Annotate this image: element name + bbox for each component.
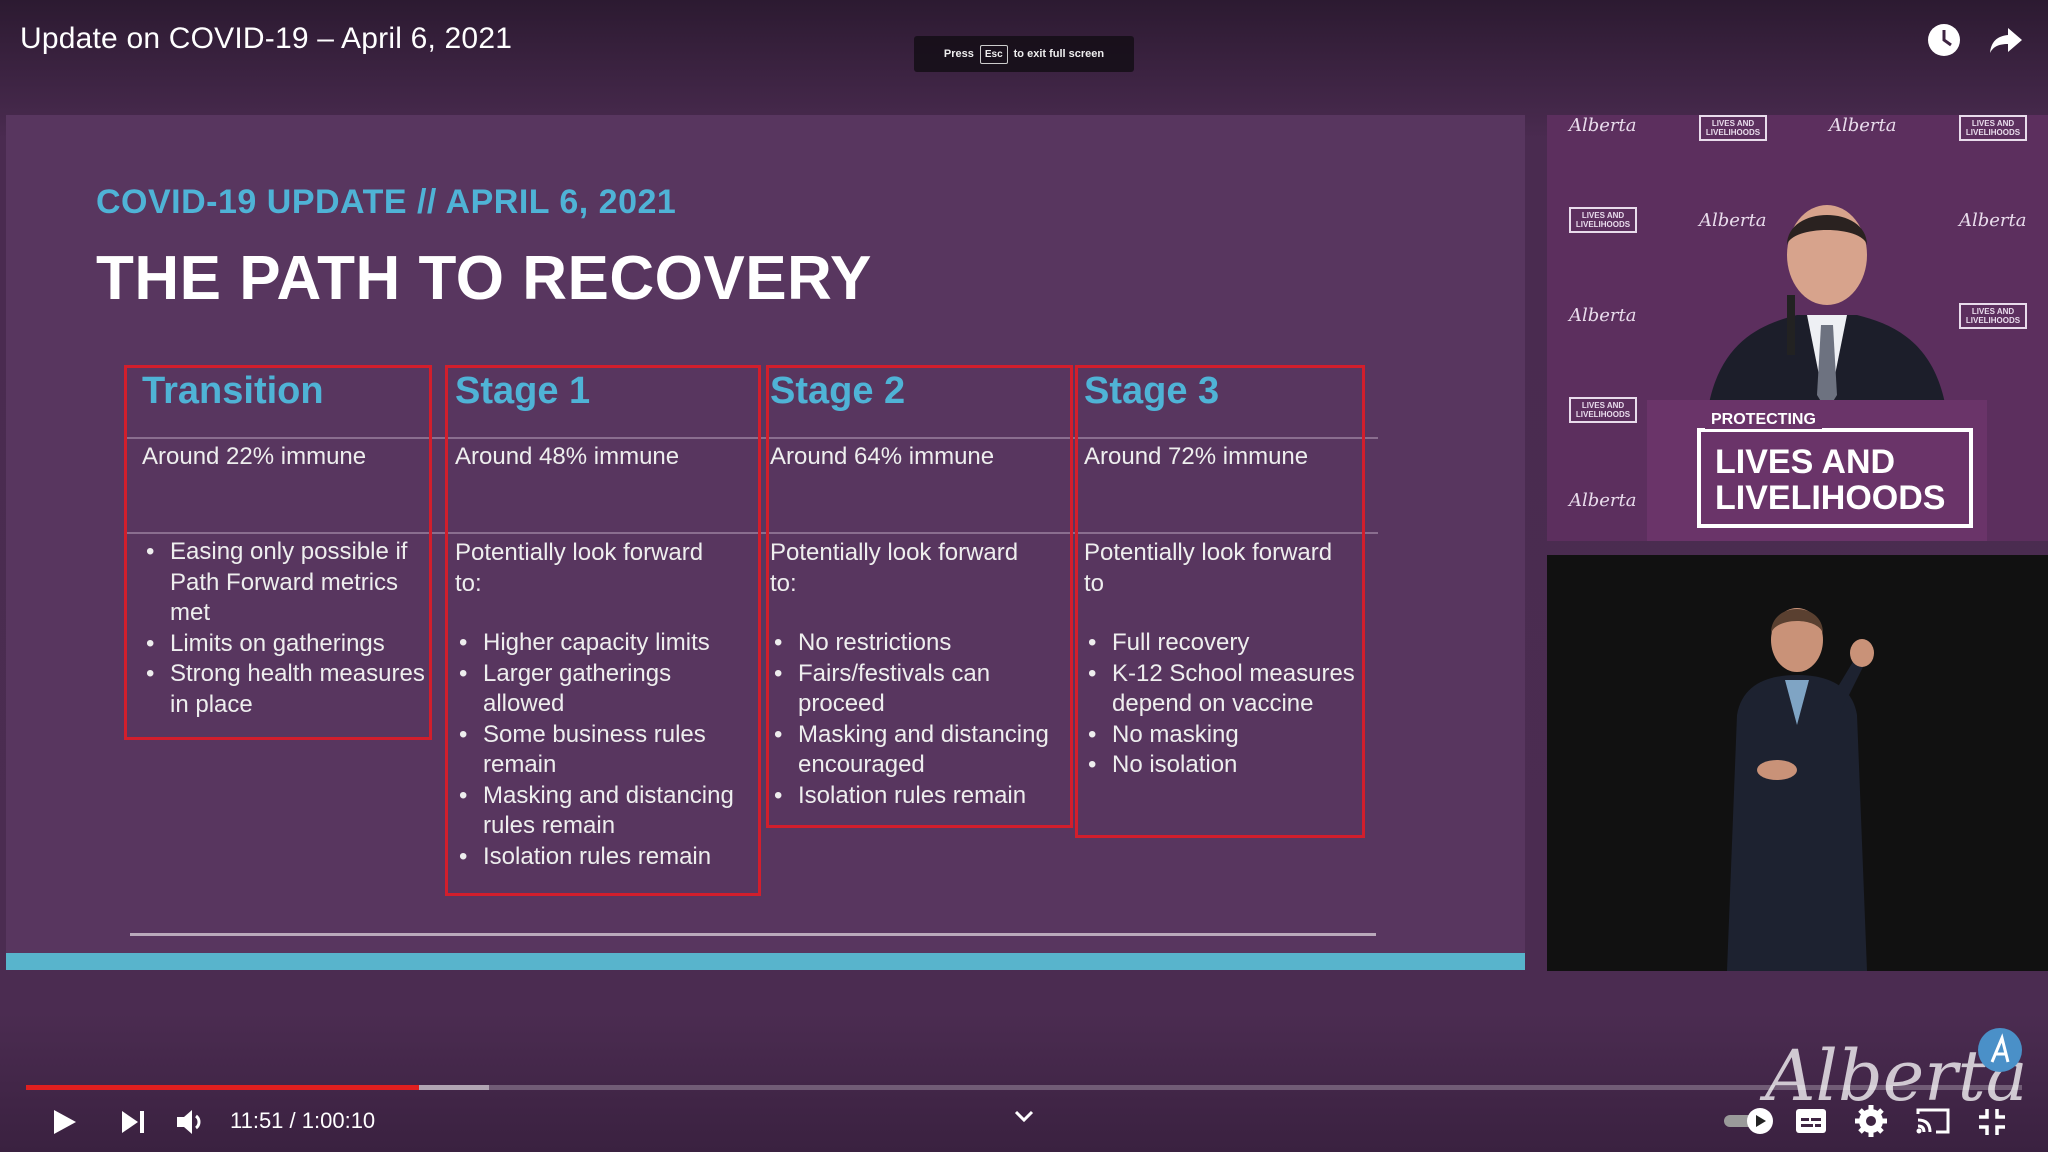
- play-icon[interactable]: [48, 1106, 80, 1138]
- podium-sign-line1: LIVES AND: [1715, 443, 1896, 481]
- fullscreen-tip: Press Esc to exit full screen: [914, 36, 1134, 72]
- interpreter-video: [1547, 555, 2048, 971]
- list-item: Easing only possible if Path Forward met…: [142, 537, 432, 629]
- esc-key: Esc: [979, 44, 1008, 64]
- time-display: 11:51 / 1:00:10: [230, 1108, 376, 1133]
- cast-icon[interactable]: [1914, 1106, 1952, 1136]
- watch-later-icon[interactable]: [1924, 20, 1964, 60]
- stage-lead: Potentially look forward to:: [770, 539, 1019, 597]
- video-title: Update on COVID-19 – April 6, 2021: [20, 22, 513, 55]
- stage-name: Stage 2: [770, 370, 906, 412]
- list-item: Higher capacity limits: [455, 628, 755, 659]
- podium-sign: LIVES AND LIVELIHOODS: [1697, 428, 1973, 528]
- list-item: K-12 School measures depend on vaccine: [1084, 659, 1369, 720]
- backdrop-logo: Alberta: [1829, 115, 1897, 136]
- backdrop-tile: LIVES AND LIVELIHOODS: [1569, 207, 1637, 233]
- list-item: Fairs/festivals can proceed: [770, 659, 1065, 720]
- list-item: Full recovery: [1084, 628, 1369, 659]
- slide-subtitle: COVID-19 UPDATE // APRIL 6, 2021: [96, 183, 677, 221]
- stage-items: Easing only possible if Path Forward met…: [142, 537, 432, 720]
- backdrop-tile: LIVES AND LIVELIHOODS: [1959, 303, 2027, 329]
- stage-name: Stage 3: [1084, 370, 1220, 412]
- list-item: Larger gatherings allowed: [455, 659, 755, 720]
- tip-press: Press: [943, 48, 974, 60]
- channel-logo-icon[interactable]: [1976, 1026, 2024, 1074]
- list-item: No masking: [1084, 720, 1369, 751]
- stage-items: No restrictions Fairs/festivals can proc…: [770, 628, 1065, 811]
- podium-sign-line2: LIVELIHOODS: [1715, 479, 1946, 517]
- list-item: Some business rules remain: [455, 720, 755, 781]
- stage-box-3: [1075, 365, 1365, 838]
- backdrop-logo: Alberta: [1569, 305, 1637, 326]
- share-icon[interactable]: [1986, 20, 2026, 60]
- tip-rest: to exit full screen: [1013, 48, 1105, 60]
- list-item: Isolation rules remain: [770, 781, 1065, 812]
- slide-rule: [130, 933, 1376, 936]
- stage-immunity: Around 22% immune: [142, 443, 367, 470]
- backdrop-logo: Alberta: [1569, 115, 1637, 136]
- stage-box-2: [766, 365, 1073, 828]
- stage-immunity: Around 72% immune: [1084, 443, 1309, 470]
- stage-lead: Potentially look forward to: [1084, 539, 1333, 597]
- podium-sign-small: PROTECTING: [1705, 411, 1822, 429]
- list-item: Limits on gatherings: [142, 629, 432, 660]
- list-item: Masking and distancing rules remain: [455, 781, 755, 842]
- stage-items: Full recovery K-12 School measures depen…: [1084, 628, 1369, 781]
- interpreter-figure: [1727, 608, 1874, 971]
- stage-immunity: Around 48% immune: [455, 443, 680, 470]
- backdrop-logo: Alberta: [1569, 490, 1637, 511]
- progress-track[interactable]: [26, 1085, 2022, 1090]
- table-divider: [124, 532, 1378, 534]
- stage-box-1: [445, 365, 761, 896]
- table-divider: [124, 437, 1378, 439]
- list-item: No restrictions: [770, 628, 1065, 659]
- backdrop-logo: Alberta: [1699, 210, 1767, 231]
- exit-fullscreen-icon[interactable]: [1976, 1106, 2008, 1138]
- stage-immunity: Around 64% immune: [770, 443, 995, 470]
- slide-title: THE PATH TO RECOVERY: [96, 244, 872, 313]
- chevron-down-icon[interactable]: [1012, 1108, 1036, 1124]
- autoplay-toggle-icon[interactable]: [1722, 1106, 1778, 1136]
- speaker-figure: [1707, 205, 1947, 415]
- backdrop-logo: Alberta: [1959, 210, 2027, 231]
- backdrop-tile: LIVES AND LIVELIHOODS: [1959, 115, 2027, 141]
- stage-name: Stage 1: [455, 370, 591, 412]
- backdrop-tile: LIVES AND LIVELIHOODS: [1569, 397, 1637, 423]
- volume-icon[interactable]: [174, 1106, 208, 1138]
- stage-lead: Potentially look forward to:: [455, 539, 704, 597]
- slide-accent-bar: [6, 953, 1525, 970]
- presentation-slide: COVID-19 UPDATE // APRIL 6, 2021 THE PAT…: [6, 115, 1525, 970]
- settings-gear-icon[interactable]: [1854, 1104, 1888, 1138]
- list-item: No isolation: [1084, 750, 1369, 781]
- list-item: Strong health measures in place: [142, 659, 432, 720]
- backdrop-tile: LIVES AND LIVELIHOODS: [1699, 115, 1767, 141]
- progress-played[interactable]: [26, 1085, 419, 1090]
- stage-name: Transition: [142, 370, 324, 412]
- list-item: Masking and distancing encouraged: [770, 720, 1065, 781]
- next-icon[interactable]: [118, 1108, 148, 1136]
- stage-items: Higher capacity limits Larger gatherings…: [455, 628, 755, 872]
- speaker-video: Alberta LIVES AND LIVELIHOODS Alberta LI…: [1547, 115, 2048, 541]
- list-item: Isolation rules remain: [455, 842, 755, 873]
- subtitles-icon[interactable]: [1794, 1106, 1828, 1136]
